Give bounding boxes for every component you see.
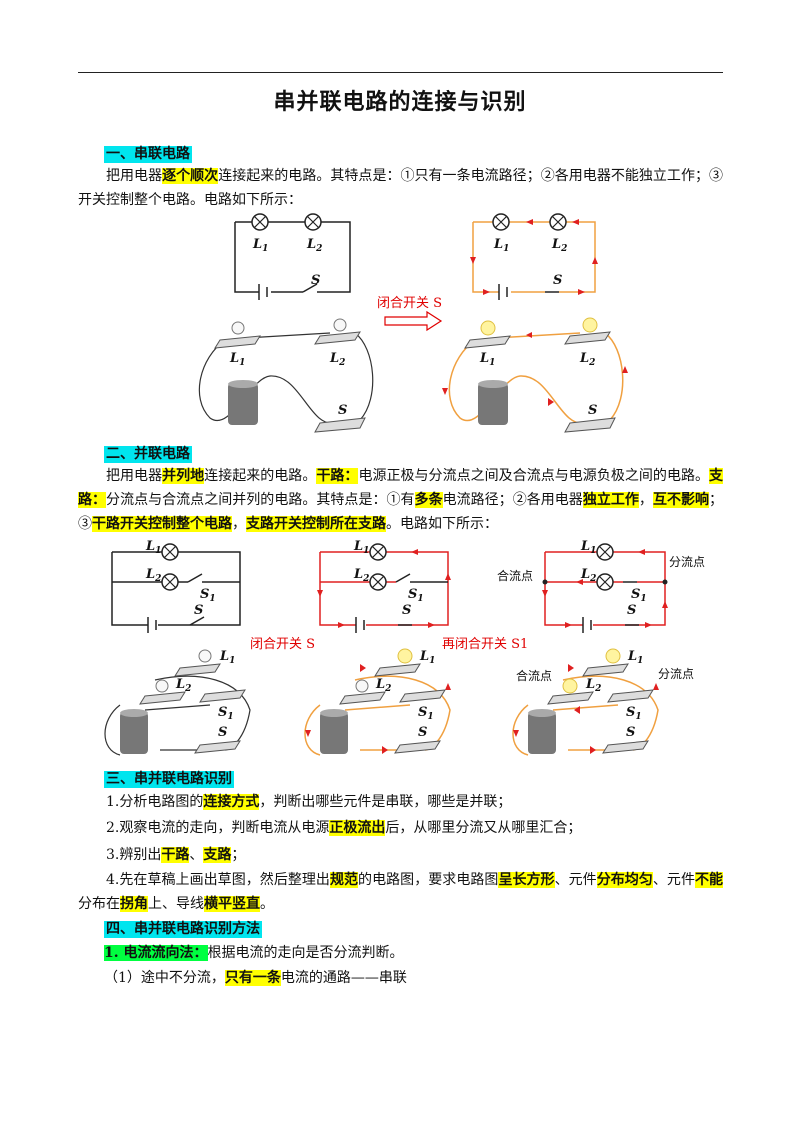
svg-text:S: S [553,273,562,288]
svg-text:L2: L2 [353,567,369,584]
svg-text:L1: L1 [219,649,235,666]
parallel-physical-circuit-full-current: L1 L2 S1 S 合流点 分流点 [512,648,694,756]
lamp-icon [304,213,322,231]
battery-icon [320,712,348,754]
lamp-icon [492,213,510,231]
bulb-icon [355,679,369,693]
svg-text:S: S [194,603,203,618]
svg-text:S1: S1 [418,705,434,722]
parallel-circuit-full-current-diagram: L1 L2 S1 S 合流点 分流点 [497,539,705,633]
svg-text:L1: L1 [627,649,643,666]
bulb-icon [562,678,578,694]
parallel-physical-circuit-current: L1 L2 S1 S [304,648,451,756]
svg-text:L1: L1 [145,539,161,556]
svg-text:闭合开关 S: 闭合开关 S [377,296,442,311]
parallel-description: 把用电器并列地连接起来的电路。干路：电源正极与分流点之间及合流点与电源负极之间的… [78,468,724,532]
svg-text:L2: L2 [329,351,345,368]
top-rule [78,72,723,73]
svg-text:S: S [627,603,636,618]
lamp-icon [596,543,614,561]
page-title: 串并联电路的连接与识别 [273,90,527,115]
svg-text:合流点: 合流点 [497,568,533,583]
svg-text:再闭合开关 S1: 再闭合开关 S1 [442,637,528,652]
series-physical-circuit-current: L1 L2 S [442,317,628,433]
identification-item-2: 2.观察电流的走向，判断电流从电源正极流出后，从哪里分流又从哪里汇合； [106,820,582,836]
svg-text:S1: S1 [626,705,642,722]
parallel-captions: 闭合开关 S 再闭合开关 S1 [250,637,528,652]
svg-text:L1: L1 [252,237,268,254]
series-circuit-current-diagram: L1 L2 S [470,213,598,300]
lamp-icon [596,573,614,591]
section-heading-methods: 四、串并联电路识别方法 [104,921,262,938]
svg-text:S: S [626,725,635,740]
bulb-icon [231,321,245,335]
svg-text:L1: L1 [580,539,596,556]
svg-text:L1: L1 [419,649,435,666]
close-switch-arrow: 闭合开关 S [377,296,443,332]
battery-icon [528,712,556,754]
bulb-icon [397,648,413,664]
svg-text:L2: L2 [585,677,601,694]
svg-text:S: S [402,603,411,618]
svg-text:L2: L2 [375,677,391,694]
lamp-icon [161,573,179,591]
svg-text:S: S [588,403,597,418]
svg-text:L2: L2 [175,677,191,694]
bulb-icon [480,320,496,336]
lamp-icon [369,543,387,561]
parallel-circuit-current-diagram: L1 L2 S1 S [317,539,451,633]
svg-text:S1: S1 [200,587,216,604]
svg-text:L2: L2 [145,567,161,584]
svg-text:L2: L2 [551,237,567,254]
svg-text:S1: S1 [631,587,647,604]
svg-text:合流点: 合流点 [516,668,552,683]
parallel-circuit-diagram: L1 L2 S1 S [111,539,241,633]
svg-text:S: S [338,403,347,418]
lamp-icon [369,573,387,591]
svg-text:L2: L2 [306,237,322,254]
svg-text:L1: L1 [353,539,369,556]
lamp-icon [161,543,179,561]
svg-text:L1: L1 [479,351,495,368]
svg-text:分流点: 分流点 [658,667,694,681]
svg-text:分流点: 分流点 [669,555,705,569]
bulb-icon [198,649,212,663]
bulb-icon [333,318,347,332]
bulb-icon [155,679,169,693]
bulb-icon [605,648,621,664]
section-heading-identification: 三、串并联电路识别 [104,771,234,788]
identification-item-4: 4.先在草稿上画出草图，然后整理出规范的电路图，要求电路图呈长方形、元件分布均匀… [78,872,724,912]
svg-text:S1: S1 [408,587,424,604]
series-circuit-diagram: L1 L2 S [234,213,351,300]
svg-text:S: S [418,725,427,740]
identification-item-3: 3.辨别出干路、支路； [106,847,246,863]
battery-icon [228,383,258,425]
lamp-icon [549,213,567,231]
svg-text:L2: L2 [580,567,596,584]
svg-text:S1: S1 [218,705,234,722]
battery-icon [478,383,508,425]
parallel-physical-circuit: L1 L2 S1 S [104,649,251,756]
svg-text:L1: L1 [229,351,245,368]
identification-item-1: 1.分析电路图的连接方式，判断出哪些元件是串联，哪些是并联； [106,794,512,810]
svg-text:闭合开关 S: 闭合开关 S [250,637,315,652]
svg-text:S: S [311,273,320,288]
battery-icon [120,712,148,754]
svg-text:S: S [218,725,227,740]
method-current-flow: 1. 电流流向法：根据电流的走向是否分流判断。 [104,945,404,961]
series-description: 把用电器逐个顺次连接起来的电路。其特点是：①只有一条电流路径；②各用电器不能独立… [78,168,723,208]
section-heading-series: 一、串联电路 [104,146,192,163]
method-current-flow-case-1: （1）途中不分流，只有一条电流的通路——串联 [104,970,407,986]
svg-text:L1: L1 [493,237,509,254]
section-heading-parallel: 二、并联电路 [104,446,192,463]
lamp-icon [251,213,269,231]
series-physical-circuit: L1 L2 S [198,318,374,433]
bulb-icon [582,317,598,333]
svg-text:L2: L2 [579,351,595,368]
